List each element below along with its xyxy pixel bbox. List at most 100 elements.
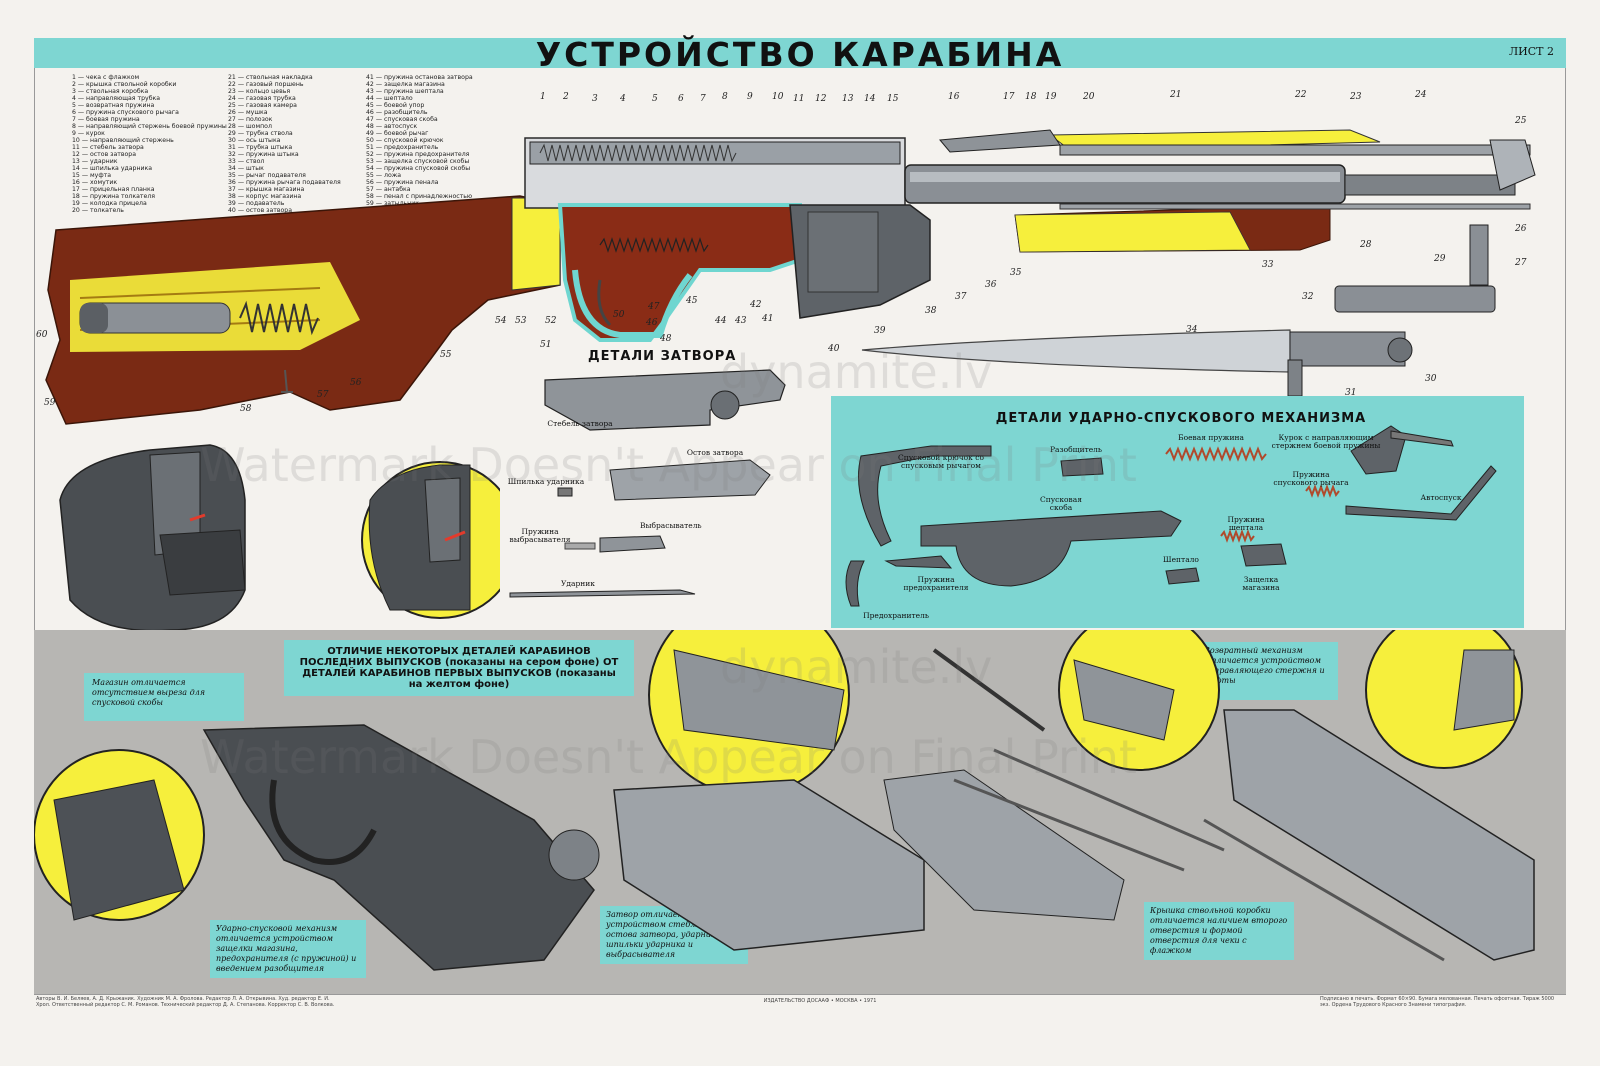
watermark-domain-2: dynamite.lv	[720, 640, 993, 694]
callout-number: 4	[620, 94, 626, 104]
main-spring	[1165, 446, 1267, 462]
callout-number: 1	[540, 92, 546, 102]
extractor	[599, 535, 666, 553]
callout-number: 54	[495, 316, 507, 326]
label-bolt-carrier: Стебель затвора	[547, 419, 613, 428]
legend-entry: 28 — шомпол	[228, 123, 272, 130]
poster-frame	[34, 68, 1566, 995]
label-extractor: Выбрасыватель	[640, 521, 702, 530]
title-bar: УСТРОЙСТВО КАРАБИНА ЛИСТ 2	[34, 38, 1566, 72]
legend-entry: 38 — корпус магазина	[228, 193, 302, 200]
note-trigger: Ударно-спусковой механизм отличается уст…	[210, 920, 366, 978]
trigger-lever-spring	[1305, 484, 1340, 498]
barrel-muzzle	[1344, 174, 1516, 196]
label-sear: Шептало	[1163, 555, 1199, 564]
callout-number: 27	[1515, 258, 1527, 268]
callout-number: 26	[1515, 224, 1527, 234]
legend-entry: 45 — боевой упор	[366, 102, 425, 109]
extractor-spring	[564, 542, 596, 550]
callout-number: 34	[1186, 325, 1198, 335]
legend-entry: 50 — спусковой крючок	[366, 137, 444, 144]
callout-number: 14	[864, 94, 876, 104]
callout-number: 35	[1010, 268, 1022, 278]
callout-number: 46	[646, 318, 658, 328]
forend-yellow	[1014, 211, 1251, 253]
legend-entry: 48 — автоспуск	[366, 123, 418, 130]
trigger-parts-drawing	[845, 425, 1497, 607]
legend-entry: 15 — муфта	[72, 172, 112, 179]
legend-entry: 19 — колодка прицела	[72, 200, 147, 207]
callout-number: 32	[1302, 292, 1314, 302]
footer-publisher: ИЗДАТЕЛЬСТВО ДОСААФ • МОСКВА • 1971	[763, 998, 877, 1004]
callout-number: 41	[762, 314, 774, 324]
label-auto-sear: Автоспуск	[1420, 493, 1462, 502]
legend-entry: 49 — боевой рычаг	[366, 130, 429, 137]
label-firing-pin-retainer: Шпилька ударника	[507, 477, 585, 486]
legend-entry: 25 — газовая камера	[228, 102, 297, 109]
label-extractor-spring: Пружина выбрасывателя	[509, 527, 571, 544]
label-main-spring: Боевая пружина	[1178, 433, 1244, 442]
callout-number: 2	[563, 92, 569, 102]
legend-entry: 44 — шептало	[366, 95, 413, 102]
callout-number: 43	[735, 316, 747, 326]
auto-sear	[1345, 465, 1497, 521]
callout-number: 57	[317, 390, 329, 400]
callout-number: 45	[686, 296, 698, 306]
firing-pin-retainer	[557, 487, 573, 497]
trigger-guard-part	[920, 510, 1182, 587]
legend-entry: 20 — толкатель	[72, 207, 124, 214]
legend-entry: 27 — полозок	[228, 116, 273, 123]
label-bolt-body: Остов затвора	[686, 448, 744, 457]
comparison-title-box: ОТЛИЧИЕ НЕКОТОРЫХ ДЕТАЛЕЙ КАРАБИНОВ ПОСЛ…	[284, 640, 634, 696]
callout-number: 60	[36, 330, 48, 340]
watermark-domain-1: dynamite.lv	[720, 345, 993, 399]
legend-entry: 40 — остов затвора	[228, 207, 293, 214]
callout-number: 9	[747, 92, 753, 102]
callout-number: 52	[545, 316, 557, 326]
legend-entry: 42 — защелка магазина	[366, 81, 445, 88]
legend-entry: 55 — ложа	[366, 172, 402, 179]
receiver-cover-late	[1223, 709, 1535, 961]
legend-entry: 14 — шпилька ударника	[72, 165, 153, 172]
callout-number: 5	[652, 94, 658, 104]
watermark-text-2: Watermark Doesn't Appear on Final Print	[200, 730, 1137, 784]
sheet-number: ЛИСТ 2	[1508, 45, 1554, 58]
note-recoil: Возвратный механизм отличается устройств…	[1198, 642, 1338, 700]
callout-number: 33	[1262, 260, 1274, 270]
safety-spring	[884, 555, 953, 569]
legend-entry: 51 — предохранитель	[366, 144, 439, 151]
callout-number: 18	[1025, 92, 1037, 102]
magazine-comparison-drawing	[59, 444, 500, 632]
firing-pin	[509, 589, 696, 598]
callout-number: 12	[815, 94, 827, 104]
callout-number: 6	[678, 94, 684, 104]
legend-entry: 8 — направляющий стержень боевой пружины	[72, 123, 227, 130]
label-hammer: Курок с направляющим стержнем боевой пру…	[1271, 433, 1381, 450]
comparison-title: ОТЛИЧИЕ НЕКОТОРЫХ ДЕТАЛЕЙ КАРАБИНОВ ПОСЛ…	[299, 646, 619, 690]
callout-number: 29	[1434, 254, 1446, 264]
label-sear-spring: Пружина шептала	[1227, 515, 1265, 532]
comparison-panel: ОТЛИЧИЕ НЕКОТОРЫХ ДЕТАЛЕЙ КАРАБИНОВ ПОСЛ…	[34, 630, 1566, 994]
bolt-carrier-late	[613, 779, 925, 951]
legend-entry: 34 — штык	[228, 165, 264, 172]
callout-number: 10	[772, 92, 784, 102]
sear	[1165, 567, 1200, 585]
callout-number: 8	[722, 92, 728, 102]
legend-entry: 31 — трубка штыка	[228, 144, 293, 151]
bolt-body	[609, 459, 771, 501]
callout-number: 40	[828, 344, 840, 354]
callout-number: 31	[1345, 388, 1357, 398]
legend-entry: 26 — мушка	[228, 109, 268, 116]
sear-spring	[1220, 529, 1255, 543]
callout-number: 7	[700, 94, 706, 104]
hammer-spring	[599, 237, 709, 253]
legend-entry: 46 — разобщитель	[366, 109, 428, 116]
legend-entry: 3 — ствольная коробка	[72, 88, 149, 95]
legend-entry: 9 — курок	[72, 130, 105, 137]
note-cover: Крышка ствольной коробки отличается нали…	[1144, 902, 1294, 960]
legend-entry: 10 — направляющий стержень	[72, 137, 174, 144]
gas-tube	[1059, 144, 1531, 156]
label-safety-spring: Пружина предохранителя	[903, 575, 969, 592]
